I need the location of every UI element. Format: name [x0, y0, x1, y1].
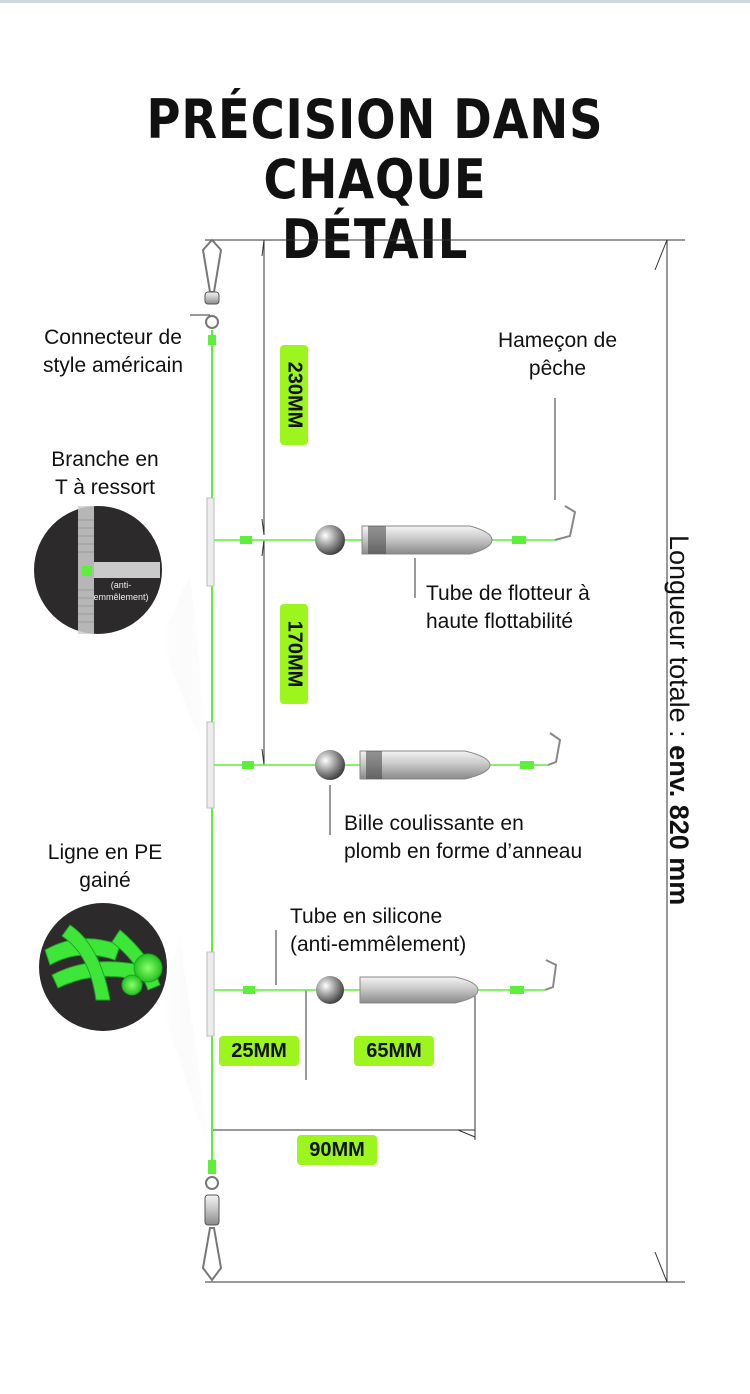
measure-230mm-badge: 230MM: [280, 345, 308, 445]
float-tube-label: Tube de flotteur à haute flottabilité: [426, 580, 666, 636]
connector-label-line-1: Connecteur de: [44, 326, 182, 349]
pe-line-label-line-1: Ligne en PE: [47, 841, 163, 864]
float-tube-label-line-2: haute flottabilité: [426, 610, 574, 633]
anti-tangle-caption: (anti- emmêlement): [76, 579, 166, 603]
connector-label: Connecteur de style américain: [18, 324, 208, 380]
pe-line-zoom: [39, 903, 212, 1160]
hook-label: Hameçon de pêche: [470, 327, 645, 383]
silicone-tube-label-line-2: (anti-emmêlement): [290, 933, 467, 956]
sliding-bead-label-line-1: Bille coulissante en: [344, 812, 524, 835]
branch-1: [206, 497, 577, 587]
anti-tangle-caption-line-2: emmêlement): [93, 592, 149, 602]
title-line-1: PRÉCISION DANS CHAQUE: [146, 88, 604, 211]
silicone-tube-label-line-1: Tube en silicone: [290, 905, 443, 928]
measure-230mm-text: 230MM: [283, 361, 306, 429]
page-title: PRÉCISION DANS CHAQUE DÉTAIL: [53, 90, 698, 270]
top-snap-icon: [201, 238, 223, 293]
measure-90mm-badge: 90MM: [297, 1135, 377, 1165]
sliding-bead-label: Bille coulissante en plomb en forme d’an…: [344, 810, 644, 866]
pe-line-label: Ligne en PE gainé: [25, 839, 185, 895]
connector-label-line-2: style américain: [42, 354, 184, 377]
total-length-prefix: Longueur totale :: [664, 535, 694, 746]
measure-170mm-text: 170MM: [283, 620, 306, 688]
branch-2: [206, 721, 562, 809]
branch-label: Branche en T à ressort: [20, 446, 190, 502]
sliding-bead-label-line-2: plomb en forme d’anneau: [344, 840, 583, 863]
float-tube-label-line-1: Tube de flotteur à: [426, 582, 590, 605]
branch-label-line-1: Branche en: [51, 448, 159, 471]
total-length-value: env. 820 mm: [664, 745, 694, 906]
dimension-lines: [190, 239, 685, 1283]
measure-25mm-badge: 25MM: [219, 1036, 299, 1066]
branch-label-line-2: T à ressort: [55, 476, 155, 499]
hook-label-line-2: pêche: [528, 357, 587, 380]
pe-line-label-line-2: gainé: [79, 869, 131, 892]
top-accent-bar: [0, 0, 750, 3]
measure-170mm-badge: 170MM: [280, 604, 308, 704]
anti-tangle-caption-line-1: (anti-: [110, 580, 132, 590]
measure-65mm-badge: 65MM: [354, 1036, 434, 1066]
silicone-tube-label: Tube en silicone (anti-emmêlement): [290, 903, 530, 959]
total-length-text: Longueur totale : env. 820 mm: [663, 535, 694, 905]
bottom-snap-icon: [201, 1227, 223, 1282]
branch-3: [206, 951, 558, 1037]
spring-branch-zoom: [34, 506, 210, 765]
hook-label-line-1: Hameçon de: [497, 329, 618, 352]
